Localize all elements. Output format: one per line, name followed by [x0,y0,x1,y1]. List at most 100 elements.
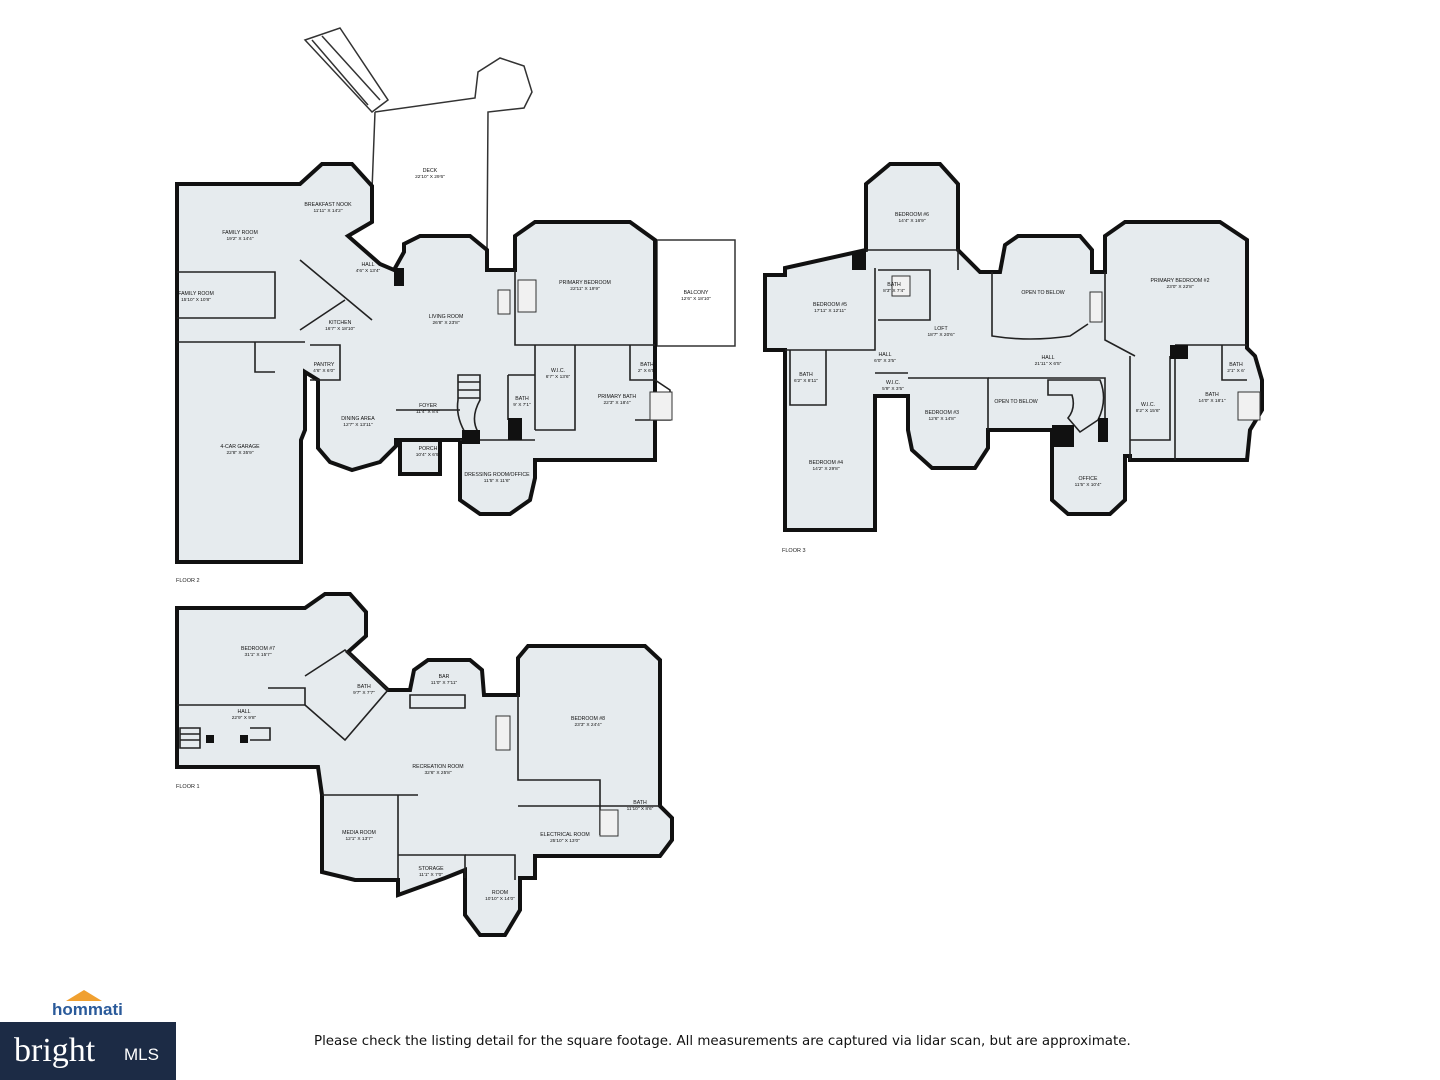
room-name-label: PANTRY [314,362,335,368]
room-dimension-label: 14'4" X 16'9" [898,218,925,224]
room-name-label: RECREATION ROOM [412,764,463,770]
room-name-label: PRIMARY BEDROOM [559,280,611,286]
room-dimension-label: 12'7" X 13'11" [343,422,373,428]
room-dimension-label: 22'8" X 35'9" [226,450,253,456]
hommati-logo: hommati [50,990,140,1022]
room-dimension-label: 6'2" X 8'11" [794,378,818,384]
room-name-label: LOFT [934,326,948,332]
room-name-label: BAR [439,674,450,680]
room-name-label: ELECTRICAL ROOM [540,832,589,838]
disclaimer-text: Please check the listing detail for the … [314,1034,1131,1049]
room-dimension-label: 4'6" X 6'0" [313,368,335,374]
room-dimension-label: 12'6" X 14'8" [928,416,955,422]
room-name-label: BATH [799,372,813,378]
room-dimension-label: 11'10" X 8'6" [627,806,654,812]
room-dimension-label: 31'1" X 15'7" [244,652,271,658]
room-name-label: BALCONY [684,290,709,296]
room-name-label: FAMILY ROOM [222,230,258,236]
room-dimension-label: 11'0" X 7'11" [431,680,458,686]
room-dimension-label: 11'11" X 14'2" [313,208,342,214]
room-name-label: BATH [633,800,647,806]
room-dimension-label: 10'4" X 6'9" [416,452,441,458]
room-dimension-label: 12'1" X 13'7" [345,836,372,842]
room-name-label: BATH [515,396,529,402]
room-name-label: OFFICE [1078,476,1098,482]
room-name-label: BATH [357,684,371,690]
room-dimension-label: 2" X 6'5" [638,368,656,374]
room-dimension-label: 9'7" X 7'7" [353,690,375,696]
room-dimension-label: 5'9" X 3'5" [882,386,904,392]
room-dimension-label: 11'5" X 10'4" [1075,482,1102,488]
room-dimension-label: 23'3" X 24'4" [574,722,601,728]
room-dimension-label: 19'2" X 14'4" [226,236,253,242]
room-name-label: HALL [879,352,892,358]
floor-3-plan [763,162,1264,532]
room-dimension-label: 4'6" X 13'4" [356,268,381,274]
room-name-label: HALL [1042,355,1055,361]
room-name-label: PRIMARY BEDROOM #2 [1151,278,1210,284]
hommati-wordmark: hommati [52,1000,123,1019]
room-name-label: BREAKFAST NOOK [304,202,352,208]
bright-wordmark: bright [14,1032,96,1069]
room-name-label: BATH [887,282,901,288]
room-dimension-label: 17'11" X 12'11" [814,308,846,314]
room-name-label: STORAGE [418,866,444,872]
room-dimension-label: 9' X 7'1" [513,402,531,408]
floor-3-stairs [852,252,1188,447]
room-dimension-label: 8'3" X 7'4" [883,288,905,294]
room-name-label: W.I.C. [551,368,565,374]
room-name-label: KITCHEN [329,320,352,326]
room-name-label: PORCH [419,446,438,452]
room-name-label: BATH [1229,362,1243,368]
room-dimension-label: 11'1" X 7'0" [419,872,443,878]
room-name-label: LIVING ROOM [429,314,464,320]
room-dimension-label: 2'1" X 6' [1227,368,1244,374]
room-name-label: DRESSING ROOM/OFFICE [464,472,530,478]
room-dimension-label: 21'11" X 6'5" [1035,361,1062,367]
room-name-label: BEDROOM #3 [925,410,959,416]
floor-2-footprint [175,162,657,564]
room-name-label: FAMILY ROOM [178,291,214,297]
floor-1-stairs [179,727,248,749]
floor-2-plan [175,27,736,564]
house-roof-icon [66,990,102,1001]
room-dimension-label: 23'0" X 22'8" [1166,284,1193,290]
room-dimension-label: 32'6" X 25'8" [424,770,451,776]
bright-mls-logo: bright MLS [0,1022,176,1080]
room-name-label: MEDIA ROOM [342,830,376,836]
room-name-label: BATH [640,362,654,368]
floor-3-label: FLOOR 3 [782,548,806,554]
floor-1-label: FLOOR 1 [176,784,200,790]
room-dimension-label: 22'3" X 18'4" [603,400,630,406]
room-dimension-label: 12'6" X 18'10" [681,296,711,302]
room-name-label: FOYER [419,403,437,409]
room-dimension-label: 11'5" X 11'6" [484,478,511,484]
room-name-label: PRIMARY BATH [598,394,637,400]
room-dimension-label: 22'10" X 29'6" [415,174,445,180]
floor-2-label: FLOOR 2 [176,578,200,584]
room-name-label: BEDROOM #6 [895,212,929,218]
room-dimension-label: 6'0" X 3'5" [874,358,896,364]
room-name-label: BEDROOM #7 [241,646,275,652]
floor-2-walls [177,259,673,441]
room-dimension-label: 25'10" X 13'0" [550,838,580,844]
mls-wordmark: MLS [124,1045,159,1064]
room-dimension-label: 22'9" X 9'8" [232,715,257,721]
room-name-label: W.I.C. [886,380,900,386]
floor-3-walls [785,249,1261,460]
room-name-label: BEDROOM #8 [571,716,605,722]
room-dimension-label: 14'2" X 29'8" [812,466,839,472]
room-dimension-label: 16'7" X 18'10" [325,326,355,332]
room-name-label: ROOM [492,890,508,896]
room-dimension-label: 8'2" X 15'6" [1136,408,1161,414]
room-name-label: W.I.C. [1141,402,1155,408]
room-dimension-label: 6'7" X 13'6" [546,374,571,380]
room-dimension-label: 14'0" X 18'1" [1198,398,1225,404]
room-name-label: BEDROOM #5 [813,302,847,308]
room-dimension-label: 11'4" X 8'4" [416,409,440,415]
room-name-label: BEDROOM #4 [809,460,843,466]
floor-2-stairs [254,268,522,444]
room-name-label: OPEN TO BELOW [994,399,1037,405]
room-name-label: BATH [1205,392,1219,398]
